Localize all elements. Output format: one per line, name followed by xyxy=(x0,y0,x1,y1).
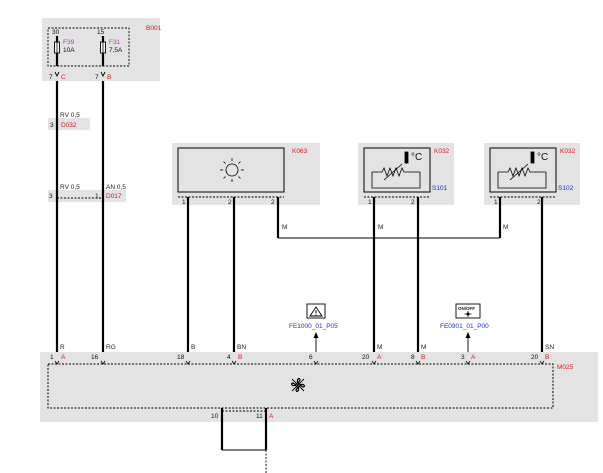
connector-d017 xyxy=(48,190,126,202)
thermistor-icon xyxy=(497,151,547,189)
k032b-sub-id: S102 xyxy=(558,185,574,192)
module-pin-6: 6 xyxy=(309,354,313,361)
module-bottom-pin-11-letter: A xyxy=(269,413,274,420)
fuse-box-inner-frame xyxy=(47,27,130,67)
fuse-2-output-letter: B xyxy=(107,74,111,81)
fuse-f31-icon xyxy=(100,41,106,54)
module-pin-18: 18 xyxy=(177,354,185,361)
module-pin-20a-wire: M xyxy=(377,344,382,351)
d032-wire-label: RV 0,5 xyxy=(60,112,80,119)
k032b-frame xyxy=(489,147,557,193)
k032a-unit: °C xyxy=(411,152,422,163)
module-pin-18-wire: B xyxy=(191,344,195,351)
k063-pin-2b: 2 xyxy=(271,199,275,206)
module-id: M025 xyxy=(557,364,574,371)
module-bottom-pin-10: 10 xyxy=(211,413,219,420)
fuse-2-output-pin: 7 xyxy=(95,74,99,81)
fuse-f39-icon xyxy=(54,41,60,54)
d032-id: D032 xyxy=(61,122,77,129)
module-pin-20a-letter: A xyxy=(377,354,382,361)
module-pin-20a: 20 xyxy=(362,354,370,361)
fuse-f39-rating: 10A xyxy=(63,47,75,54)
fan-icon xyxy=(464,311,472,317)
d032-pin: 3 xyxy=(50,122,54,129)
module-pin-3: 3 xyxy=(461,354,465,361)
d017-wire-left: RV 0,5 xyxy=(60,184,80,191)
d017-pin-left: 3 xyxy=(49,193,53,200)
module-pin-16-wire: RG xyxy=(106,344,116,351)
wire-m-2: M xyxy=(378,224,383,231)
fuse-box-id: B001 xyxy=(146,25,162,32)
module-frame xyxy=(47,363,554,409)
module-pin-16: 16 xyxy=(91,354,99,361)
fuse-1-output-letter: C xyxy=(61,74,66,81)
module-pin-8-letter: B xyxy=(421,354,425,361)
module-pin-4: 4 xyxy=(227,354,231,361)
module-pin-3-letter: A xyxy=(471,354,476,361)
onoff-signal-label: FE0901_01_P00 xyxy=(440,323,489,330)
d017-wire-right: AN 0,5 xyxy=(106,184,126,191)
d017-pin-right: 1 xyxy=(95,193,99,200)
fuse-2-input-pin: 15 xyxy=(97,29,105,36)
warning-triangle-icon xyxy=(309,306,323,317)
warning-signal-label: FE1000_01_P05 xyxy=(289,323,338,330)
module-pin-4-wire: BN xyxy=(237,344,246,351)
module-pin-8-wire: M xyxy=(421,344,426,351)
k032a-id: K032 xyxy=(434,148,450,155)
module-pin-4-letter: B xyxy=(238,354,242,361)
fuse-f31-id: F31 xyxy=(109,39,121,46)
component-k063 xyxy=(172,143,320,205)
wire-m-3: M xyxy=(503,224,508,231)
connector-d032 xyxy=(48,118,90,130)
thermistor-icon xyxy=(371,151,421,189)
d017-id: D017 xyxy=(106,193,122,200)
k032a-pin-1: 1 xyxy=(368,199,372,206)
module-pin-20b-letter: B xyxy=(545,354,549,361)
k032a-sub-id: S101 xyxy=(432,185,448,192)
k032b-id: K032 xyxy=(560,148,576,155)
k032b-pin-1: 1 xyxy=(494,199,498,206)
module-bottom-pin-11: 11 xyxy=(256,413,263,420)
fuse-f31-rating: 7,5A xyxy=(109,47,123,54)
wire-m-1: M xyxy=(282,224,287,231)
module-pin-1-wire: R xyxy=(60,344,65,351)
module-m025 xyxy=(40,352,598,422)
module-pin-1: 1 xyxy=(50,354,54,361)
module-pin-20b: 20 xyxy=(531,354,539,361)
k032b-pin-2: 2 xyxy=(537,199,541,206)
climate-fan-icon xyxy=(290,377,306,393)
k032b-unit: °C xyxy=(537,152,548,163)
k063-frame xyxy=(177,147,285,193)
k063-id: K063 xyxy=(292,148,308,155)
fuse-1-input-pin: 30 xyxy=(52,29,60,36)
k063-pin-1: 1 xyxy=(182,199,186,206)
lamp-icon xyxy=(220,158,244,182)
fuse-f39-id: F39 xyxy=(63,39,75,46)
fuse-1-output-pin: 7 xyxy=(49,74,53,81)
onoff-badge: ON/OFF xyxy=(458,306,475,311)
k032a-pin-2: 2 xyxy=(411,199,415,206)
k032a-frame xyxy=(363,147,431,193)
k063-pin-2: 2 xyxy=(228,199,232,206)
module-pin-1-letter: A xyxy=(61,354,66,361)
module-pin-20b-wire: SN xyxy=(545,344,554,351)
module-pin-8: 8 xyxy=(411,354,415,361)
